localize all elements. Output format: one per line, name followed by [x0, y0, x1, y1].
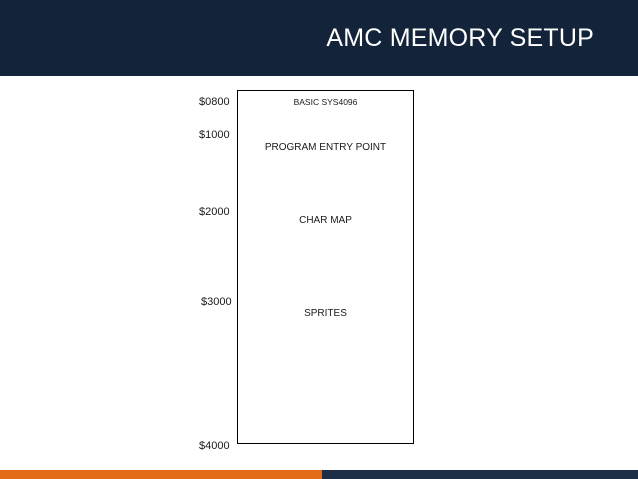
region-char-map: CHAR MAP — [299, 215, 352, 226]
region-program-entry-point: PROGRAM ENTRY POINT — [264, 142, 387, 153]
footer-bar-orange — [0, 470, 322, 479]
memory-map-box — [237, 90, 414, 444]
address-label-1000: $1000 — [199, 129, 230, 141]
region-basic-sys: BASIC SYS4096 — [293, 97, 358, 107]
address-label-3000: $3000 — [201, 296, 232, 308]
slide-title: AMC MEMORY SETUP — [326, 24, 594, 52]
address-label-4000: $4000 — [199, 440, 230, 452]
header-bar: AMC MEMORY SETUP — [0, 0, 638, 76]
address-label-0800: $0800 — [199, 96, 230, 108]
region-sprites: SPRITES — [304, 308, 347, 319]
footer-bar-navy — [322, 470, 638, 479]
address-label-2000: $2000 — [199, 206, 230, 218]
